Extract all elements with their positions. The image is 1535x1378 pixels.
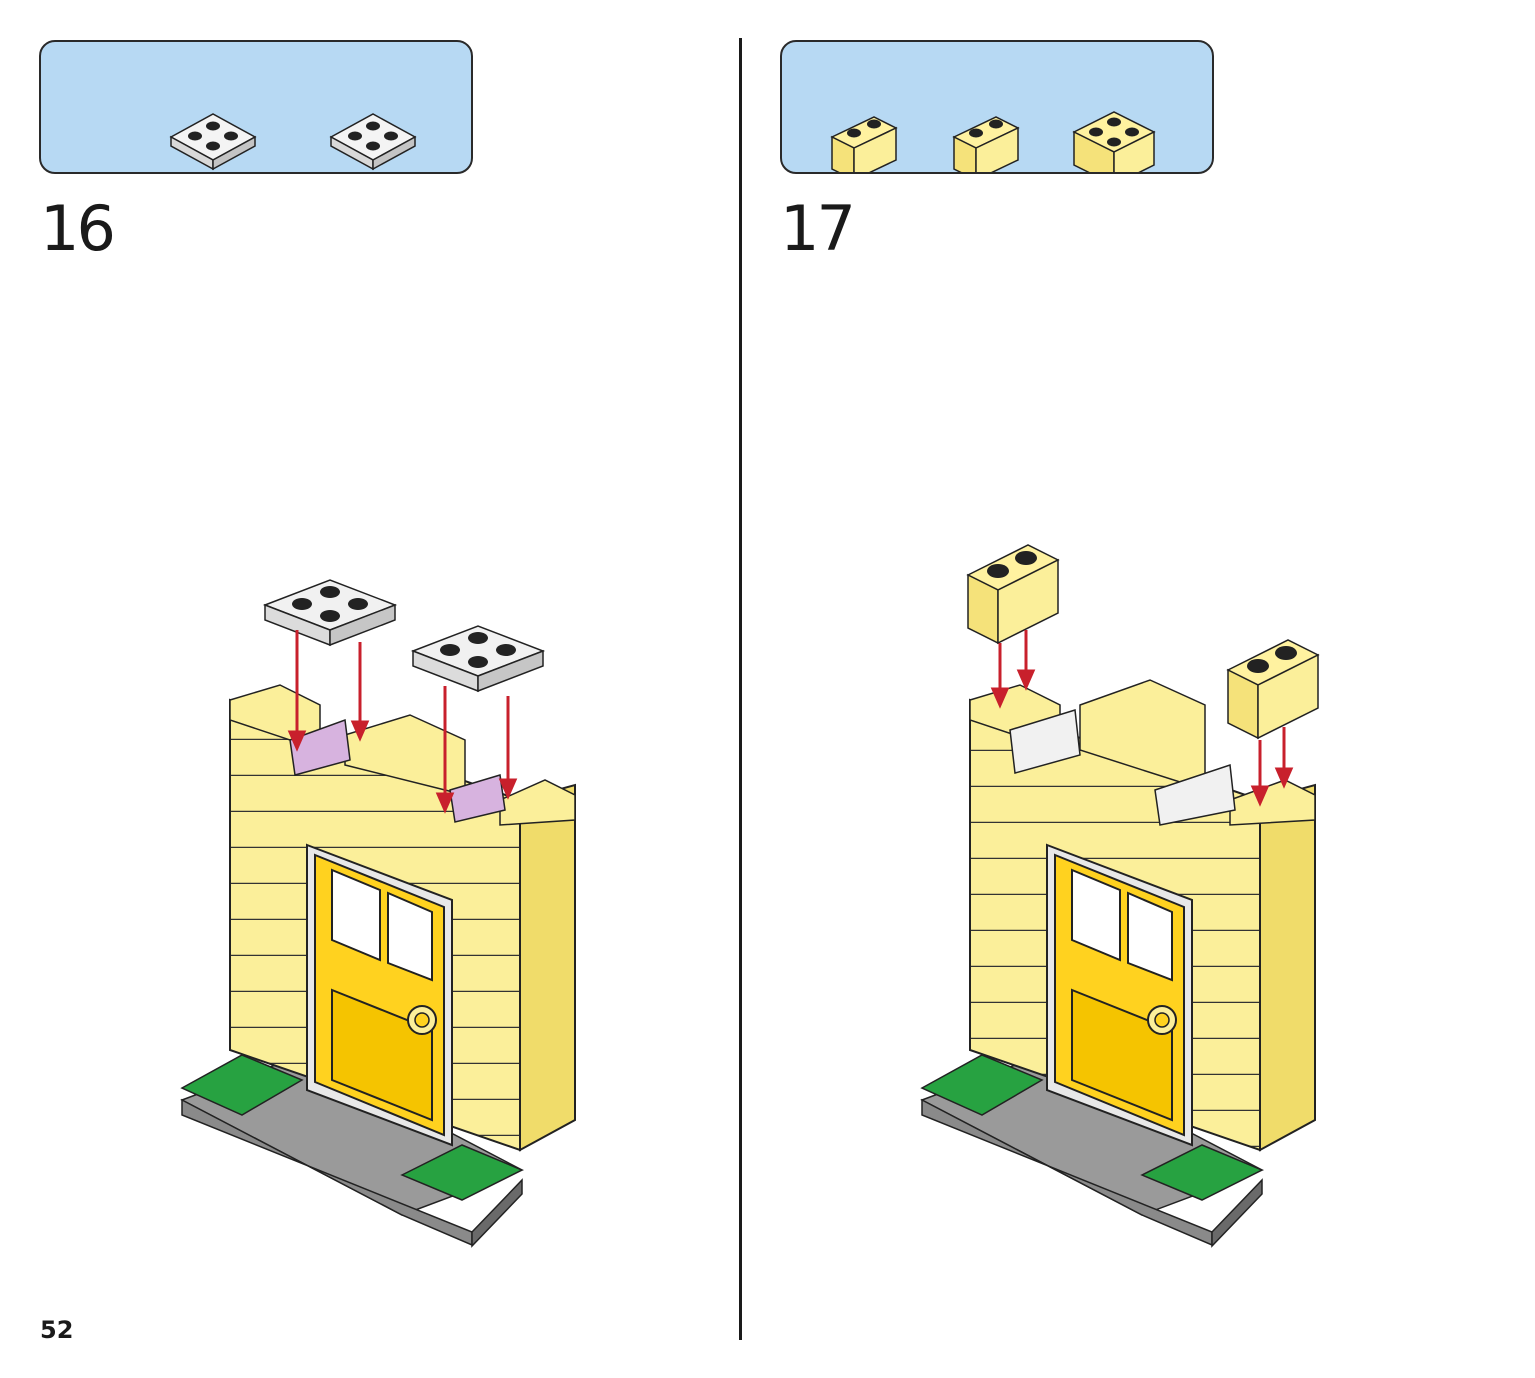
white-plate-floating-left bbox=[262, 579, 398, 647]
parts-callout-step-17 bbox=[780, 40, 1214, 174]
yellow-brick-1x2-icon bbox=[830, 116, 898, 172]
step-number-17: 17 bbox=[780, 192, 856, 265]
placement-arrows bbox=[990, 630, 1294, 807]
yellow-brick-floating-left bbox=[966, 544, 1060, 645]
page-number: 52 bbox=[40, 1316, 74, 1344]
parts-list-16 bbox=[169, 113, 417, 171]
placement-arrows bbox=[287, 630, 518, 814]
yellow-door bbox=[1046, 843, 1193, 1147]
step-number-16: 16 bbox=[40, 192, 116, 265]
white-plate-2x2-icon bbox=[169, 113, 257, 171]
assembly-illustration-step-16 bbox=[180, 579, 576, 1248]
yellow-brick-floating-right bbox=[1226, 639, 1320, 740]
parts-list-17 bbox=[830, 111, 1156, 172]
white-plate-2x2-icon bbox=[329, 113, 417, 171]
yellow-brick-2x2-icon bbox=[1072, 111, 1156, 172]
assembly-illustration-step-17 bbox=[920, 544, 1320, 1248]
yellow-brick-1x2-icon bbox=[952, 116, 1020, 172]
white-plate-floating-right bbox=[410, 625, 546, 693]
base-plate bbox=[920, 1054, 1264, 1248]
yellow-door bbox=[306, 843, 453, 1147]
parts-callout-step-16 bbox=[39, 40, 473, 174]
page-divider bbox=[739, 38, 742, 1340]
base-plate bbox=[180, 1054, 524, 1248]
